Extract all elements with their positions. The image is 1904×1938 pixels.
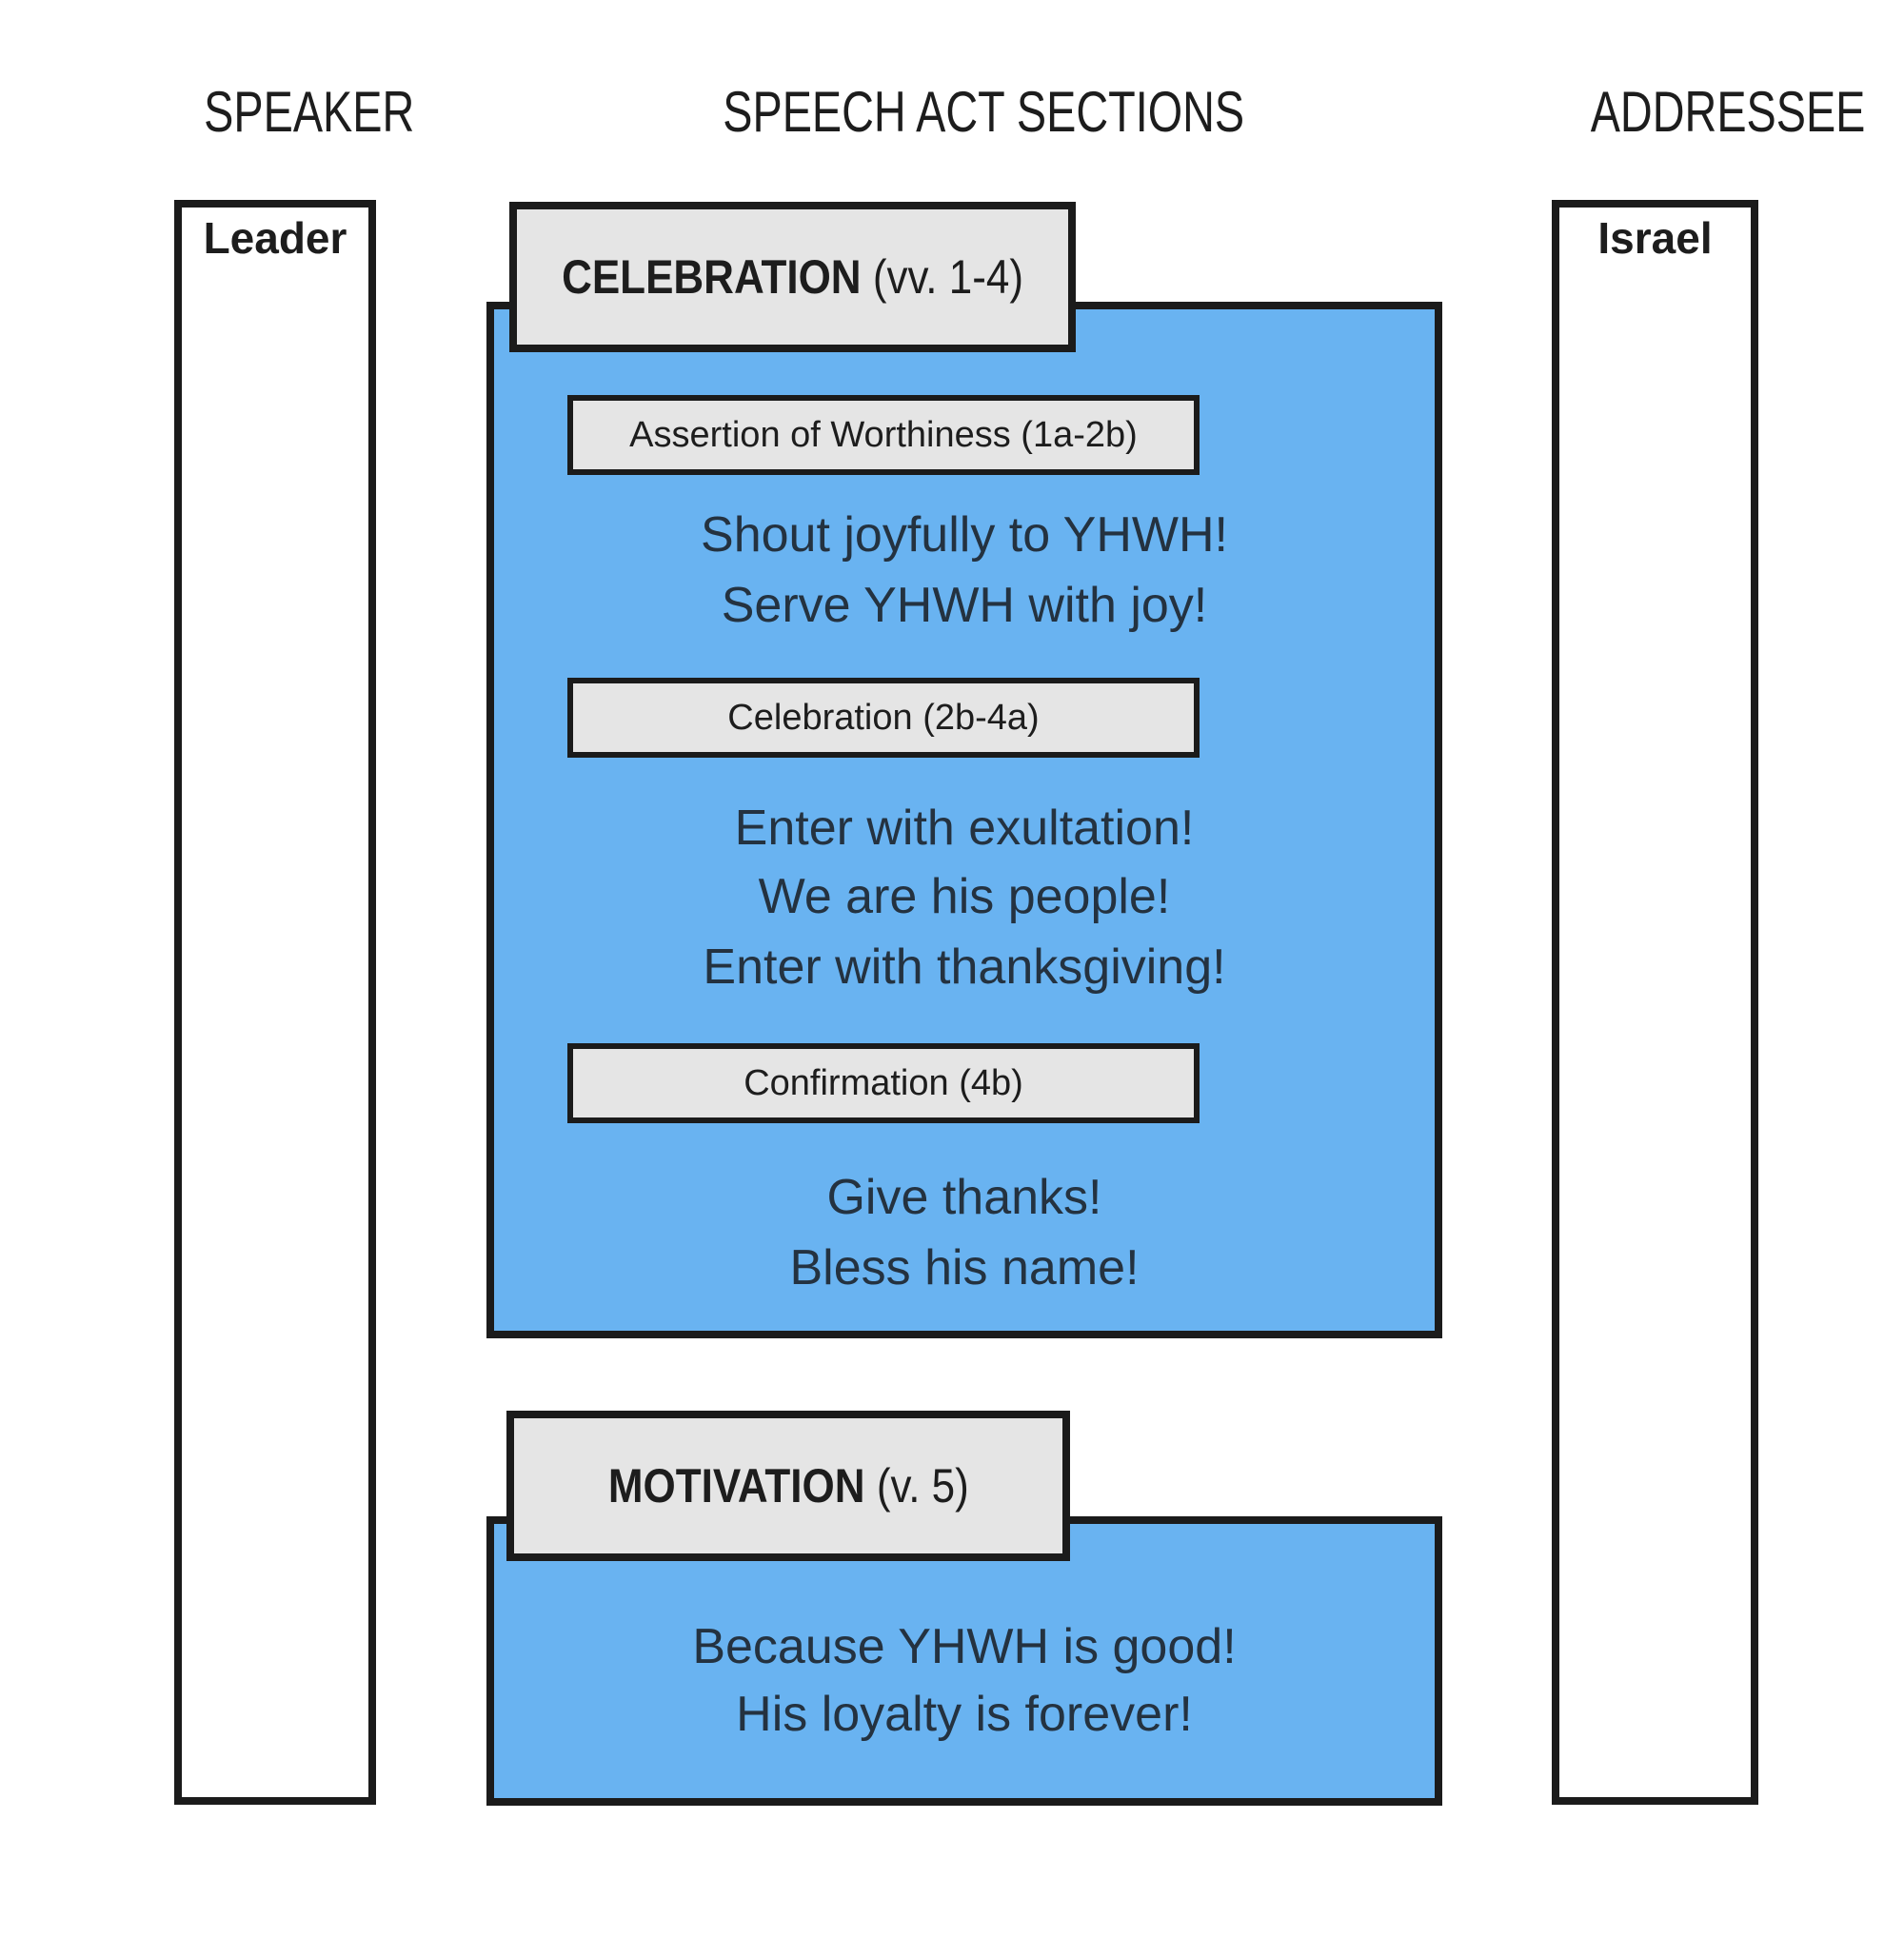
speaker-label: Leader <box>203 213 347 263</box>
column-header-addressee: ADDRESSEE <box>1552 84 1866 141</box>
column-header-speech-act-sections-text: SPEECH ACT SECTIONS <box>723 80 1244 144</box>
column-header-speaker-text: SPEAKER <box>204 80 415 144</box>
speech-line: Shout joyfully to YHWH! <box>701 507 1228 563</box>
speech-line: Bless his name! <box>789 1240 1140 1295</box>
column-header-speech-act-sections: SPEECH ACT SECTIONS <box>486 84 1480 141</box>
speech-line: We are his people! <box>758 869 1171 924</box>
speech-line: Enter with exultation! <box>734 801 1195 856</box>
motivation-title-verses: (v. 5) <box>876 1459 969 1513</box>
subsection-label-assertion-of-worthiness: Assertion of Worthiness (1a-2b) <box>567 395 1200 475</box>
subsection-label-celebration: Celebration (2b-4a) <box>567 678 1200 758</box>
speaker-box: Leader <box>174 200 376 1805</box>
speech-line: Enter with thanksgiving! <box>703 939 1226 995</box>
column-header-speaker: SPEAKER <box>174 84 414 141</box>
speech-line: Give thanks! <box>826 1170 1102 1225</box>
celebration-section-title: CELEBRATION(vv. 1-4) <box>562 249 1023 305</box>
celebration-section-title-box: CELEBRATION(vv. 1-4) <box>509 202 1076 352</box>
speech-line: Because YHWH is good! <box>692 1619 1237 1674</box>
celebration-title-verses: (vv. 1-4) <box>872 250 1023 304</box>
celebration-title-bold: CELEBRATION <box>562 250 862 304</box>
subsection-label-confirmation: Confirmation (4b) <box>567 1043 1200 1123</box>
addressee-box: Israel <box>1552 200 1758 1805</box>
motivation-section-body <box>486 1516 1442 1806</box>
speech-line: Serve YHWH with joy! <box>721 578 1208 633</box>
motivation-section-title-box: MOTIVATION(v. 5) <box>506 1411 1070 1561</box>
addressee-label: Israel <box>1597 213 1713 263</box>
motivation-title-bold: MOTIVATION <box>607 1459 865 1513</box>
motivation-section-title: MOTIVATION(v. 5) <box>608 1458 969 1513</box>
column-header-addressee-text: ADDRESSEE <box>1590 80 1866 144</box>
speech-line: His loyalty is forever! <box>736 1687 1193 1742</box>
